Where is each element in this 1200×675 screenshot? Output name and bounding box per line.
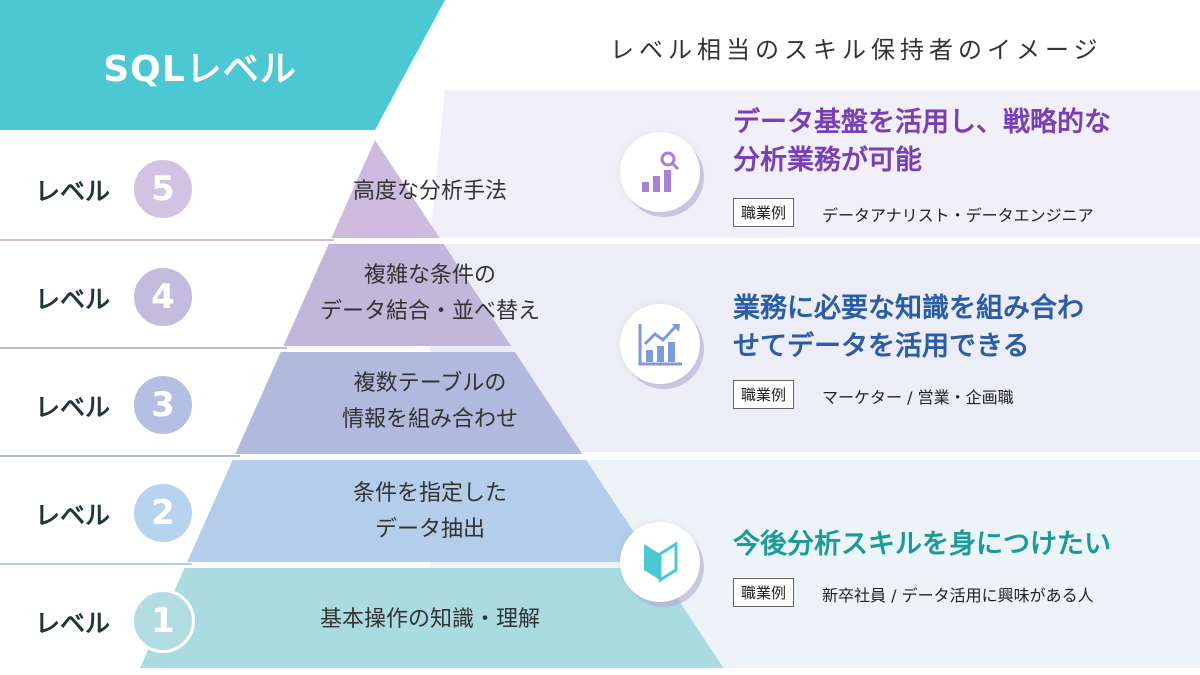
level-5-badge: 5 — [131, 157, 195, 221]
pyramid-tier-5 — [331, 140, 440, 238]
tier-3-text: 複数テーブルの情報を組み合わせ — [260, 366, 600, 438]
profile-2-heading: 業務に必要な知識を組み合わせてデータを活用できる — [733, 290, 1173, 366]
tier-text-line: 複数テーブルの — [353, 371, 507, 396]
pyramid-tier-4 — [283, 244, 511, 346]
tier-5-text: 高度な分析手法 — [260, 174, 600, 210]
profile-3-tag: 職業例 — [733, 578, 795, 607]
beginner-mark-icon — [620, 522, 700, 602]
level-4-label: レベル — [35, 285, 111, 314]
level-1-badge: 1 — [131, 589, 195, 653]
tier-4-text: 複雑な条件のデータ結合・並べ替え — [260, 258, 600, 330]
header-banner — [0, 0, 445, 130]
heading-line: データ基盤を活用し、戦略的な — [733, 107, 1111, 138]
pyramid-tier-2 — [187, 460, 654, 562]
profile-1-heading: データ基盤を活用し、戦略的な分析業務が可能 — [733, 104, 1173, 180]
page-title: SQLレベル — [103, 49, 297, 90]
heading-line: せてデータを活用できる — [733, 331, 1030, 362]
profile-1-tag: 職業例 — [733, 198, 795, 227]
tier-text-line: 情報を組み合わせ — [341, 407, 518, 432]
magnifier-bar-chart-icon — [620, 132, 700, 212]
profile-panel-2 — [430, 244, 1200, 452]
level-3-badge: 3 — [131, 373, 195, 437]
profile-1-jobs: データアナリスト・データエンジニア — [822, 206, 1094, 225]
level-2-badge: 2 — [131, 481, 195, 545]
profile-panel-1 — [430, 90, 1200, 238]
heading-line: 今後分析スキルを身につけたい — [733, 529, 1111, 560]
pyramid-tier-1 — [140, 568, 724, 668]
tier-text-line: 条件を指定した — [352, 481, 507, 506]
rising-chart-icon — [620, 304, 700, 384]
pyramid-tier-3 — [235, 352, 583, 454]
level-1-label: レベル — [35, 609, 111, 638]
profile-2-tag: 職業例 — [733, 380, 795, 409]
level-3-label: レベル — [35, 393, 111, 422]
level-2-label: レベル — [35, 501, 111, 530]
tier-text-line: 複雑な条件の — [363, 263, 496, 288]
tier-text-line: データ結合・並べ替え — [319, 299, 540, 324]
heading-line: 業務に必要な知識を組み合わ — [733, 293, 1084, 324]
tier-text-line: データ抽出 — [374, 517, 485, 542]
page-subtitle: レベル相当のスキル保持者のイメージ — [610, 36, 1103, 64]
tier-2-text: 条件を指定したデータ抽出 — [260, 476, 600, 548]
profile-3-jobs: 新卒社員 / データ活用に興味がある人 — [822, 586, 1094, 605]
tier-text-line: 基本操作の知識・理解 — [319, 607, 540, 632]
level-5-label: レベル — [35, 177, 111, 206]
tier-1-text: 基本操作の知識・理解 — [260, 602, 600, 638]
heading-line: 分析業務が可能 — [733, 145, 922, 176]
profile-2-jobs: マーケター / 営業・企画職 — [822, 388, 1014, 407]
tier-text-line: 高度な分析手法 — [352, 179, 507, 204]
level-4-badge: 4 — [131, 265, 195, 329]
profile-3-heading: 今後分析スキルを身につけたい — [733, 526, 1173, 564]
